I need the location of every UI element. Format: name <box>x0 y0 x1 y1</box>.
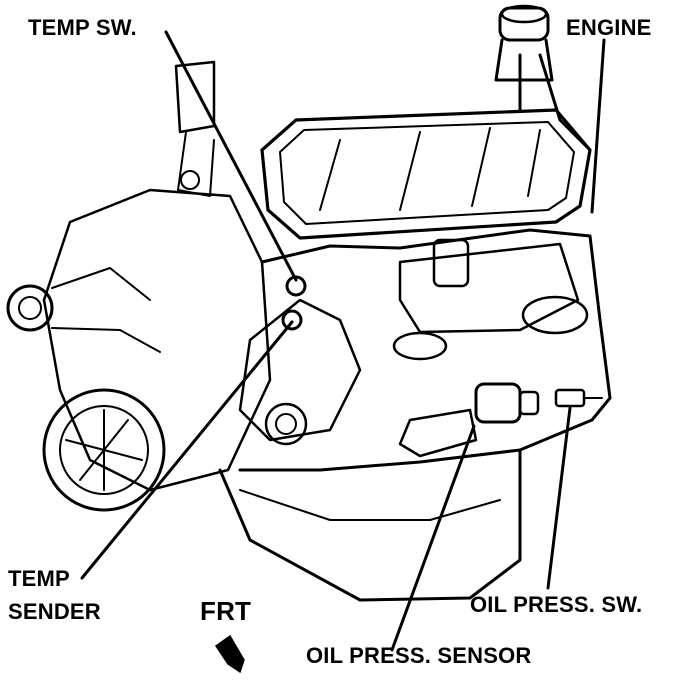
temp-sender-body <box>281 309 303 331</box>
oil-press-sensor-body <box>474 382 540 424</box>
oil-press-switch-label: OIL PRESS. SW. <box>470 592 643 617</box>
temp-sender-label-line2: SENDER <box>8 599 101 624</box>
oil-press-switch-leader <box>546 406 572 590</box>
temp-switch-leader <box>164 30 298 282</box>
engine-block <box>218 228 612 602</box>
front-label: FRT <box>200 596 252 626</box>
engine-leader <box>590 38 606 214</box>
front-arrow-icon <box>214 634 245 674</box>
oil-press-sensor-leader <box>390 424 476 652</box>
crank-pulley <box>42 388 166 512</box>
valve-cover <box>260 108 592 240</box>
temp-sender-label-line1: TEMP <box>8 566 70 591</box>
temp-switch-label: TEMP SW. <box>28 15 137 40</box>
rear-housing <box>6 60 272 492</box>
oil-press-sensor-label: OIL PRESS. SENSOR <box>306 643 532 668</box>
oil-press-switch-body <box>554 388 603 408</box>
temp-sender-label: TEMP SENDER <box>8 562 101 628</box>
temp-sender-leader <box>80 320 294 580</box>
oil-filler-cap <box>494 4 592 152</box>
engine-label: ENGINE <box>566 15 652 40</box>
